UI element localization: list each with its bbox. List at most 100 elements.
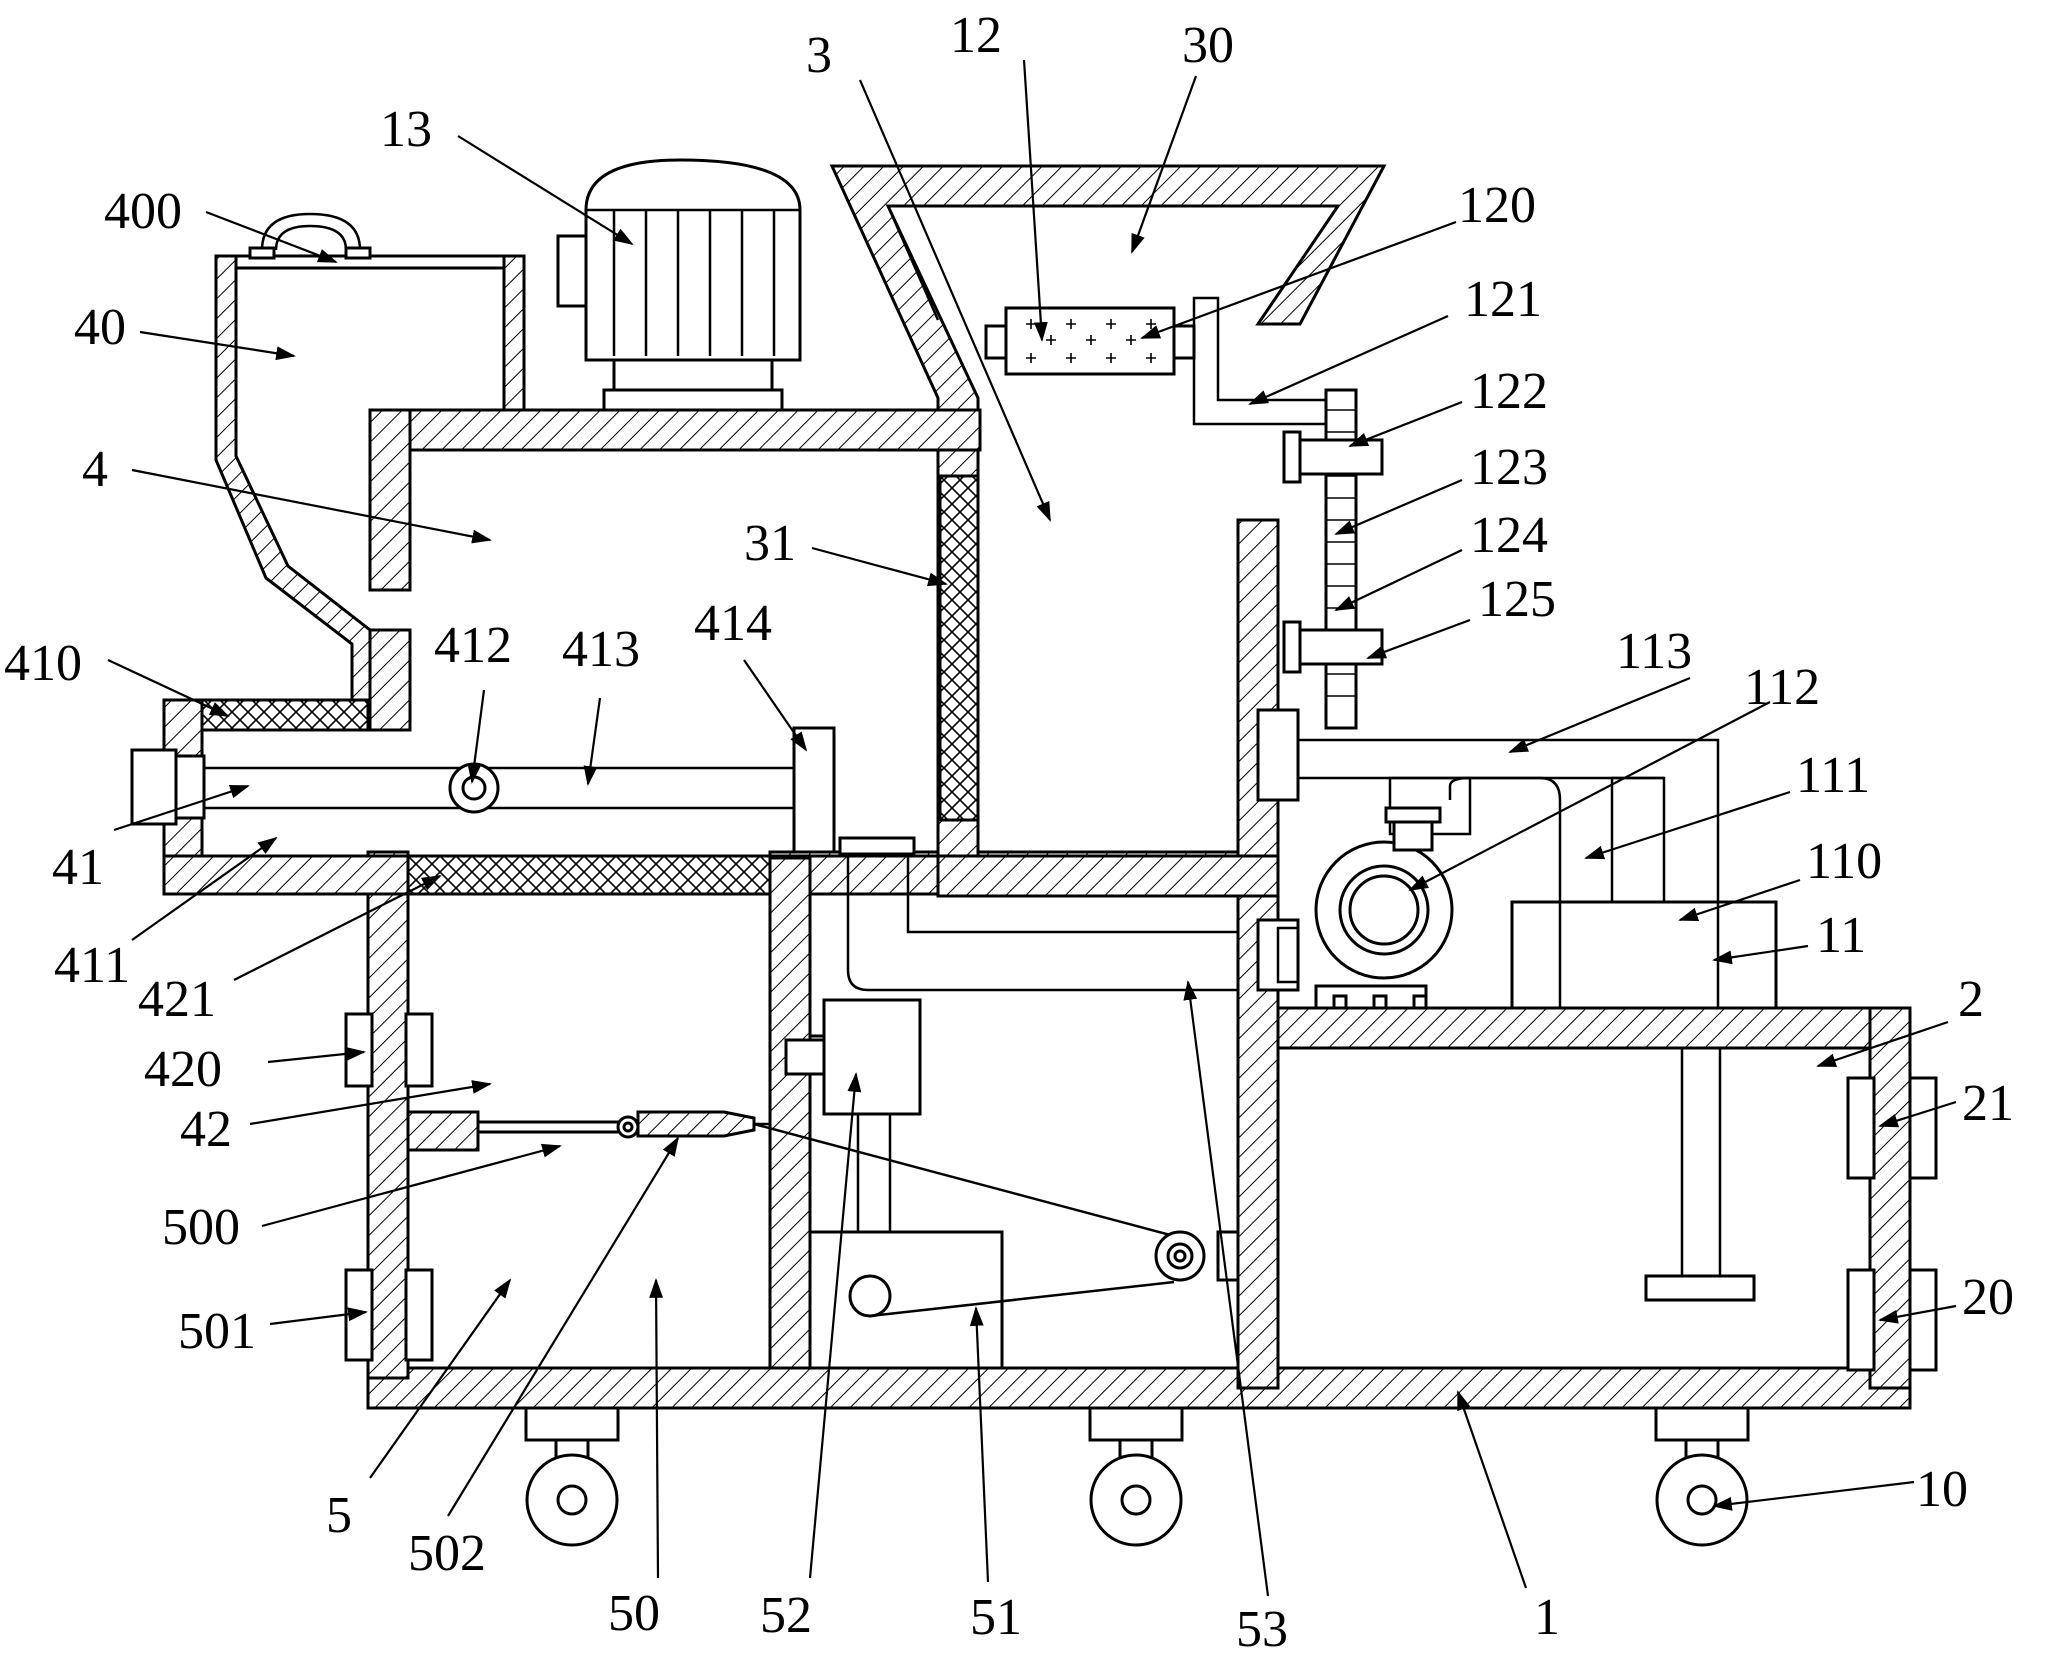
leader-400 xyxy=(205,210,338,264)
label-122: 122 xyxy=(1470,363,1548,420)
label-4: 4 xyxy=(82,441,108,498)
lower-chamber xyxy=(344,1012,826,1362)
leader-40 xyxy=(139,330,296,361)
leader-1 xyxy=(1456,1390,1528,1589)
label-53: 53 xyxy=(1236,1601,1288,1655)
leader-50 xyxy=(649,1278,664,1579)
label-501: 501 xyxy=(178,1303,256,1360)
leader-2 xyxy=(1816,1020,1949,1068)
label-42: 42 xyxy=(180,1101,232,1158)
label-2: 2 xyxy=(1958,971,1984,1028)
leader-122 xyxy=(1348,400,1463,448)
leader-10 xyxy=(1712,1480,1915,1511)
leader-414 xyxy=(743,659,808,752)
leader-420 xyxy=(267,1046,366,1064)
upper-box xyxy=(368,408,982,822)
label-413: 413 xyxy=(562,621,640,678)
label-51: 51 xyxy=(970,1589,1022,1646)
label-13: 13 xyxy=(380,101,432,158)
label-123: 123 xyxy=(1470,439,1548,496)
label-502: 502 xyxy=(408,1525,486,1582)
label-12: 12 xyxy=(950,7,1002,64)
label-411: 411 xyxy=(54,937,130,994)
label-113: 113 xyxy=(1616,623,1692,680)
label-120: 120 xyxy=(1458,177,1536,234)
label-21: 21 xyxy=(1962,1075,2014,1132)
label-52: 52 xyxy=(760,1587,812,1644)
motor-13 xyxy=(556,158,802,412)
wheel-middle xyxy=(1088,1406,1184,1547)
label-421: 421 xyxy=(138,971,216,1028)
feed-hopper xyxy=(829,164,1387,898)
label-3: 3 xyxy=(806,27,832,84)
label-11: 11 xyxy=(1816,907,1866,964)
leader-500 xyxy=(261,1143,562,1228)
pump-assembly xyxy=(1256,708,1778,1010)
label-121: 121 xyxy=(1464,271,1542,328)
leader-120 xyxy=(1140,220,1457,340)
leader-124 xyxy=(1334,549,1463,611)
leader-501 xyxy=(269,1307,368,1326)
leader-111 xyxy=(1584,790,1791,860)
label-10: 10 xyxy=(1916,1461,1968,1518)
leader-42 xyxy=(249,1080,492,1126)
leader-123 xyxy=(1334,478,1463,536)
leader-lines xyxy=(107,59,1957,1597)
screw-conveyor xyxy=(130,698,940,896)
leader-410 xyxy=(107,659,230,717)
leader-20 xyxy=(1878,1304,1957,1324)
leader-502 xyxy=(447,1136,680,1517)
label-5: 5 xyxy=(326,1487,352,1544)
leader-121 xyxy=(1248,314,1449,406)
label-30: 30 xyxy=(1182,17,1234,74)
middle-cabinet xyxy=(753,836,1240,1370)
label-20: 20 xyxy=(1962,1269,2014,1326)
leader-52 xyxy=(808,1072,862,1579)
leader-12 xyxy=(1022,59,1048,342)
label-112: 112 xyxy=(1744,659,1820,716)
label-31: 31 xyxy=(744,515,796,572)
leader-53 xyxy=(1183,980,1270,1597)
roller-crosses xyxy=(1026,319,1156,363)
wheels xyxy=(524,1406,1750,1547)
leader-412 xyxy=(467,689,486,784)
leader-11 xyxy=(1712,944,1809,965)
label-1: 1 xyxy=(1534,1589,1560,1646)
leader-411 xyxy=(131,836,278,941)
leader-51 xyxy=(969,1306,990,1583)
label-50: 50 xyxy=(608,1585,660,1642)
label-412: 412 xyxy=(434,617,512,674)
label-125: 125 xyxy=(1478,571,1556,628)
leader-5 xyxy=(369,1278,512,1479)
leader-21 xyxy=(1878,1100,1957,1128)
leader-4 xyxy=(131,468,492,544)
leader-41 xyxy=(113,784,250,832)
leader-113 xyxy=(1508,676,1691,754)
leader-31 xyxy=(811,546,948,587)
leader-421 xyxy=(233,875,442,981)
label-500: 500 xyxy=(162,1199,240,1256)
wheel-left xyxy=(524,1406,620,1547)
label-124: 124 xyxy=(1470,507,1548,564)
roller-and-gears xyxy=(984,296,1384,730)
label-420: 420 xyxy=(144,1041,222,1098)
label-41: 41 xyxy=(52,839,104,896)
label-400: 400 xyxy=(104,183,182,240)
right-tank xyxy=(1644,1046,1938,1372)
leader-112 xyxy=(1408,701,1771,891)
leader-125 xyxy=(1366,618,1471,660)
leader-13 xyxy=(457,135,634,246)
label-111: 111 xyxy=(1796,747,1870,804)
feed-bin xyxy=(214,212,526,702)
leader-110 xyxy=(1678,878,1801,922)
wheel-right xyxy=(1654,1406,1750,1547)
label-110: 110 xyxy=(1806,833,1882,890)
leader-413 xyxy=(583,697,602,786)
label-40: 40 xyxy=(74,299,126,356)
reference-labels: 1 10 11 110 111 112 113 12 120 121 122 1… xyxy=(4,7,2014,1655)
leader-3 xyxy=(858,79,1052,522)
label-414: 414 xyxy=(694,595,772,652)
leader-30 xyxy=(1130,75,1198,254)
